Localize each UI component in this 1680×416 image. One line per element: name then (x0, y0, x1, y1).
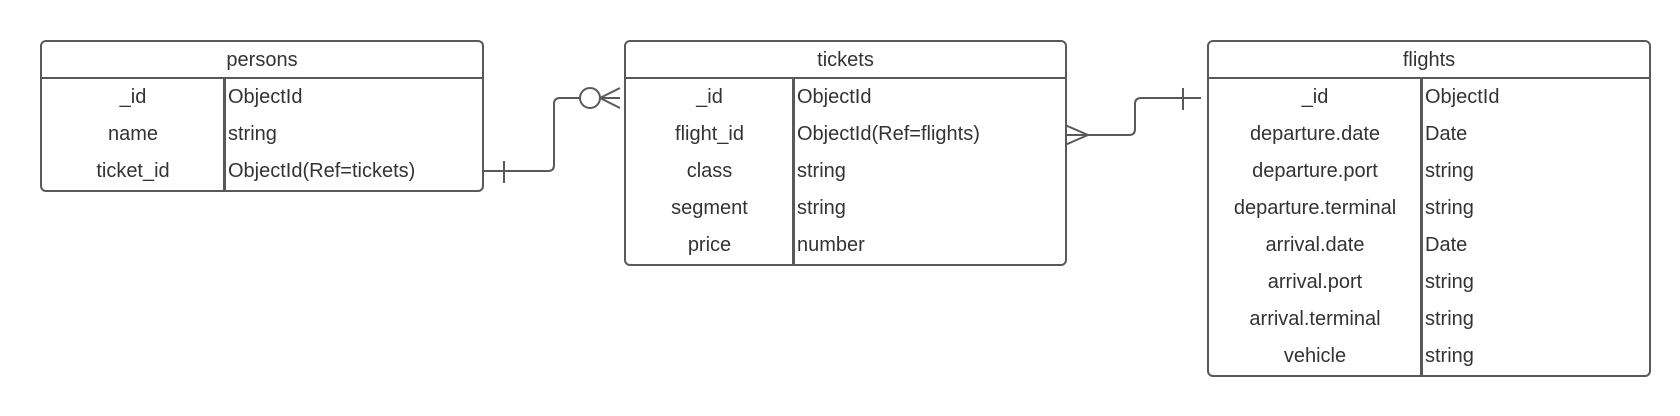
field-row[interactable]: price number (626, 227, 1065, 264)
field-row[interactable]: class string (626, 153, 1065, 190)
field-row[interactable]: _id ObjectId (626, 79, 1065, 116)
field-row[interactable]: departure.terminal string (1209, 190, 1649, 227)
field-row[interactable]: arrival.date Date (1209, 227, 1649, 264)
column-divider (223, 79, 226, 190)
entity-tickets[interactable]: tickets _id ObjectId flight_id ObjectId(… (624, 40, 1067, 266)
field-row[interactable]: _id ObjectId (42, 79, 482, 116)
relationship-tickets-flights (1064, 88, 1201, 146)
field-row[interactable]: arrival.port string (1209, 264, 1649, 301)
column-divider (1420, 79, 1423, 375)
field-type: string (797, 160, 846, 182)
entity-flights[interactable]: flights _id ObjectId departure.date Date… (1207, 40, 1651, 377)
entity-title: tickets (626, 42, 1065, 79)
field-name: _id (696, 86, 723, 108)
field-name: departure.terminal (1233, 197, 1397, 219)
field-name: segment (671, 197, 748, 219)
crows-foot-marker (599, 87, 621, 109)
field-row[interactable]: ticket_id ObjectId(Ref=tickets) (42, 153, 482, 190)
zero-circle-marker (579, 87, 601, 109)
field-row[interactable]: segment string (626, 190, 1065, 227)
field-row[interactable]: flight_id ObjectId(Ref=flights) (626, 116, 1065, 153)
relationship-persons-tickets (484, 87, 621, 183)
field-row[interactable]: vehicle string (1209, 338, 1649, 375)
column-divider (792, 79, 795, 264)
field-name: departure.date (1249, 123, 1381, 145)
relationship-line (484, 97, 580, 172)
field-name: price (687, 234, 732, 256)
field-type: string (228, 123, 277, 145)
field-name: _id (1301, 86, 1329, 108)
field-type: string (1425, 197, 1474, 219)
crows-foot-marker (1064, 124, 1089, 146)
entity-fields: _id ObjectId flight_id ObjectId(Ref=flig… (626, 79, 1065, 264)
entity-title: persons (42, 42, 482, 79)
field-row[interactable]: arrival.terminal string (1209, 301, 1649, 338)
field-name: departure.port (1252, 160, 1378, 182)
field-type: string (797, 197, 846, 219)
field-name: flight_id (675, 123, 744, 145)
field-row[interactable]: departure.port string (1209, 153, 1649, 190)
field-row[interactable]: departure.date Date (1209, 116, 1649, 153)
field-name: ticket_id (96, 160, 170, 182)
entity-fields: _id ObjectId departure.date Date departu… (1209, 79, 1649, 375)
field-name: class (686, 160, 733, 182)
field-type: ObjectId(Ref=tickets) (228, 160, 416, 182)
entity-title: flights (1209, 42, 1649, 79)
field-row[interactable]: _id ObjectId (1209, 79, 1649, 116)
field-row[interactable]: name string (42, 116, 482, 153)
field-type: ObjectId (1425, 86, 1500, 108)
entity-persons[interactable]: persons _id ObjectId name string ticket_… (40, 40, 484, 192)
field-name: vehicle (1283, 345, 1347, 367)
field-type: ObjectId(Ref=flights) (797, 123, 980, 145)
field-name: arrival.port (1267, 271, 1363, 293)
field-name: arrival.terminal (1249, 308, 1381, 330)
relationship-line (1065, 97, 1201, 136)
field-type: string (1425, 308, 1474, 330)
field-type: Date (1425, 123, 1468, 145)
field-type: Date (1425, 234, 1468, 256)
field-name: _id (119, 86, 147, 108)
field-type: number (797, 234, 865, 256)
entity-fields: _id ObjectId name string ticket_id Objec… (42, 79, 482, 190)
field-type: ObjectId (228, 86, 303, 108)
field-name: name (107, 123, 159, 145)
field-type: string (1425, 271, 1474, 293)
field-type: ObjectId (797, 86, 872, 108)
field-type: string (1425, 160, 1474, 182)
field-name: arrival.date (1265, 234, 1365, 256)
field-type: string (1425, 345, 1474, 367)
